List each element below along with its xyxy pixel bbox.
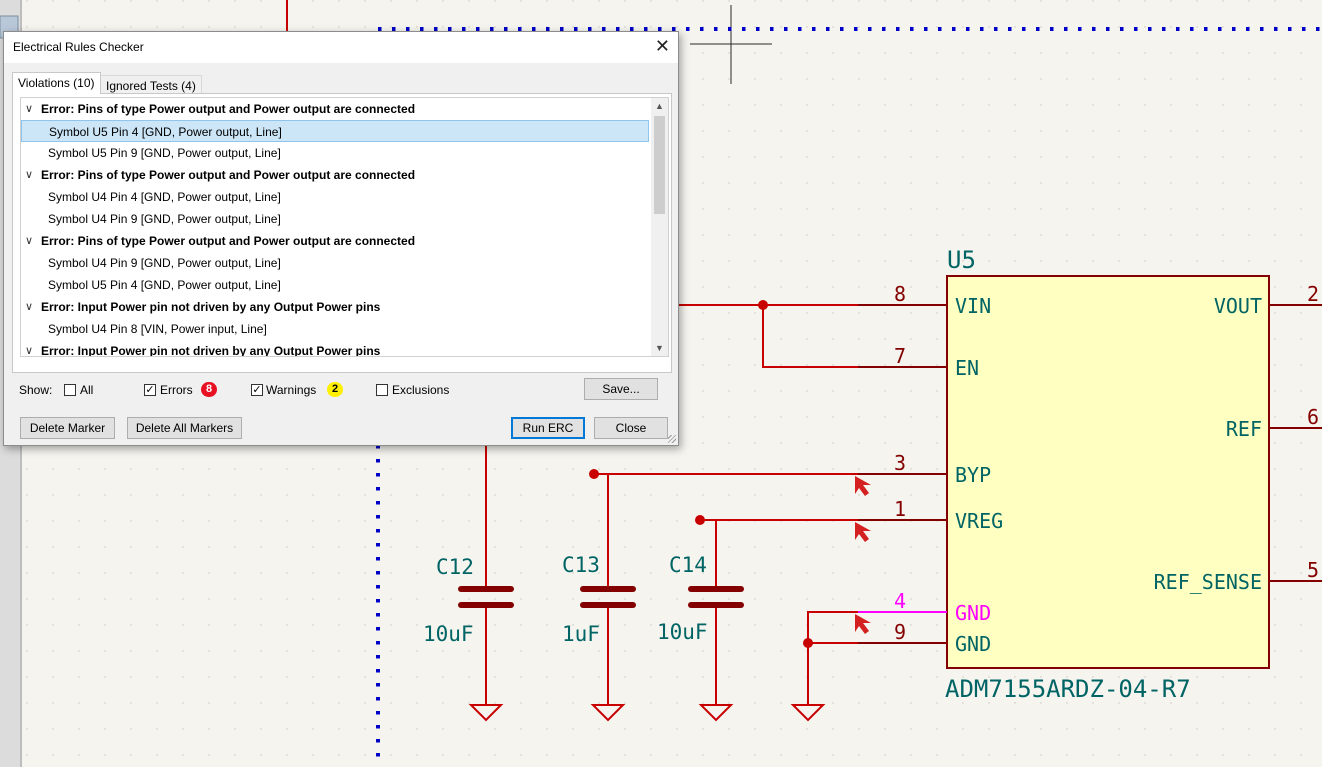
- pin-num-1: 1: [894, 497, 906, 521]
- violation-item[interactable]: Symbol U4 Pin 9 [GND, Power output, Line…: [21, 208, 649, 230]
- delete-all-markers-button[interactable]: Delete All Markers: [127, 417, 242, 439]
- violation-text: Error: Pins of type Power output and Pow…: [41, 168, 416, 182]
- pin-name-ref: REF: [1226, 417, 1262, 441]
- violation-item[interactable]: Symbol U4 Pin 9 [GND, Power output, Line…: [21, 252, 649, 274]
- cap-c12-value: 10uF: [423, 622, 474, 646]
- pin-num-6: 6: [1307, 405, 1319, 429]
- filter-all-checkbox[interactable]: [64, 384, 76, 396]
- pin-name-gnd-9: GND: [955, 632, 991, 656]
- violation-group[interactable]: ∨ Error: Pins of type Power output and Po…: [21, 230, 649, 252]
- u5-symbol-body[interactable]: [946, 275, 1270, 669]
- u5-value: ADM7155ARDZ-04-R7: [945, 675, 1191, 703]
- chevron-down-icon[interactable]: ∨: [25, 169, 34, 181]
- violation-group[interactable]: ∨ Error: Input Power pin not driven by an…: [21, 296, 649, 318]
- violation-text: Symbol U5 Pin 9 [GND, Power output, Line…: [48, 146, 281, 160]
- pin-name-vreg: VREG: [955, 509, 1003, 533]
- violation-text: Error: Input Power pin not driven by any…: [41, 300, 381, 314]
- violation-group[interactable]: ∨ Error: Pins of type Power output and Po…: [21, 164, 649, 186]
- violations-panel: ∨ Error: Pins of type Power output and Po…: [12, 93, 672, 373]
- violation-text: Error: Pins of type Power output and Pow…: [41, 234, 416, 248]
- violation-text: Error: Pins of type Power output and Pow…: [41, 102, 416, 116]
- violation-text: Symbol U4 Pin 4 [GND, Power output, Line…: [48, 190, 281, 204]
- filter-warnings-checkbox[interactable]: ✓: [251, 384, 263, 396]
- filter-errors-label[interactable]: Errors: [160, 383, 193, 397]
- chevron-down-icon[interactable]: ∨: [25, 345, 34, 357]
- violation-item[interactable]: Symbol U5 Pin 4 [GND, Power output, Line…: [21, 120, 649, 142]
- delete-marker-button[interactable]: Delete Marker: [20, 417, 115, 439]
- pin-num-7: 7: [894, 344, 906, 368]
- scroll-down-icon[interactable]: ▼: [655, 343, 664, 353]
- filter-exclusions-checkbox[interactable]: [376, 384, 388, 396]
- cap-c13-value: 1uF: [562, 622, 600, 646]
- violation-item[interactable]: Symbol U5 Pin 9 [GND, Power output, Line…: [21, 142, 649, 164]
- cap-c14-ref: C14: [669, 553, 707, 577]
- dialog-title: Electrical Rules Checker: [13, 40, 144, 54]
- erc-dialog: Electrical Rules Checker ✕ Violations (1…: [3, 31, 679, 446]
- wires: [485, 304, 858, 705]
- filter-exclusions-label[interactable]: Exclusions: [392, 383, 450, 397]
- dialog-titlebar[interactable]: Electrical Rules Checker ✕: [4, 32, 678, 63]
- violation-item[interactable]: Symbol U5 Pin 4 [GND, Power output, Line…: [21, 274, 649, 296]
- violation-group[interactable]: ∨ Error: Input Power pin not driven by an…: [21, 340, 649, 357]
- resize-grip[interactable]: [668, 435, 676, 443]
- cap-c12-ref: C12: [436, 555, 474, 579]
- chevron-down-icon[interactable]: ∨: [25, 301, 34, 313]
- violation-item[interactable]: Symbol U4 Pin 4 [GND, Power output, Line…: [21, 186, 649, 208]
- violation-text: Symbol U5 Pin 4 [GND, Power output, Line…: [48, 278, 281, 292]
- tab-violations[interactable]: Violations (10): [12, 72, 101, 94]
- run-erc-button[interactable]: Run ERC: [511, 417, 585, 439]
- cap-c13-ref: C13: [562, 553, 600, 577]
- filter-warnings-label[interactable]: Warnings: [266, 383, 317, 397]
- scroll-thumb[interactable]: [654, 116, 665, 214]
- ground-symbols: [468, 704, 826, 722]
- violation-text: Symbol U4 Pin 9 [GND, Power output, Line…: [48, 256, 281, 270]
- pin-num-5: 5: [1307, 558, 1319, 582]
- filter-all-label[interactable]: All: [80, 383, 94, 397]
- pin-num-3: 3: [894, 451, 906, 475]
- tab-ignored-tests[interactable]: Ignored Tests (4): [100, 75, 202, 94]
- violation-group[interactable]: ∨ Error: Pins of type Power output and Po…: [21, 98, 649, 120]
- violation-text: Symbol U4 Pin 8 [VIN, Power input, Line]: [48, 322, 267, 336]
- pin-name-byp: BYP: [955, 463, 991, 487]
- close-button[interactable]: Close: [594, 417, 668, 439]
- filter-errors-checkbox[interactable]: ✓: [144, 384, 156, 396]
- errors-count-badge: 8: [201, 382, 217, 397]
- violation-text: Error: Input Power pin not driven by any…: [41, 344, 381, 357]
- chevron-down-icon[interactable]: ∨: [25, 103, 34, 115]
- pin-name-vout: VOUT: [1214, 294, 1262, 318]
- junction-dots: [589, 300, 813, 648]
- pin-name-gnd-4: GND: [955, 601, 991, 625]
- close-icon[interactable]: ✕: [654, 36, 670, 56]
- violation-text: Symbol U4 Pin 9 [GND, Power output, Line…: [48, 212, 281, 226]
- pin-num-2: 2: [1307, 282, 1319, 306]
- pin-num-4: 4: [894, 589, 906, 613]
- chevron-down-icon[interactable]: ∨: [25, 235, 34, 247]
- cap-c14-value: 10uF: [657, 620, 708, 644]
- violation-text: Symbol U5 Pin 4 [GND, Power output, Line…: [49, 125, 282, 139]
- pin-name-ref-sense: REF_SENSE: [1154, 570, 1262, 594]
- save-button[interactable]: Save...: [584, 378, 658, 400]
- u5-ref: U5: [947, 246, 976, 274]
- violations-tree[interactable]: ∨ Error: Pins of type Power output and Po…: [20, 97, 669, 357]
- violation-item[interactable]: Symbol U4 Pin 8 [VIN, Power input, Line]: [21, 318, 649, 340]
- warnings-count-badge: 2: [327, 382, 343, 397]
- pin-num-8: 8: [894, 282, 906, 306]
- scroll-up-icon[interactable]: ▲: [655, 101, 664, 111]
- tree-scrollbar[interactable]: ▲ ▼: [651, 98, 668, 356]
- pin-num-9: 9: [894, 620, 906, 644]
- u5-pin-lines: [858, 304, 1322, 644]
- capacitor-plates: [458, 586, 744, 608]
- pin-name-vin: VIN: [955, 294, 991, 318]
- pin-name-en: EN: [955, 356, 979, 380]
- show-label: Show:: [19, 383, 53, 397]
